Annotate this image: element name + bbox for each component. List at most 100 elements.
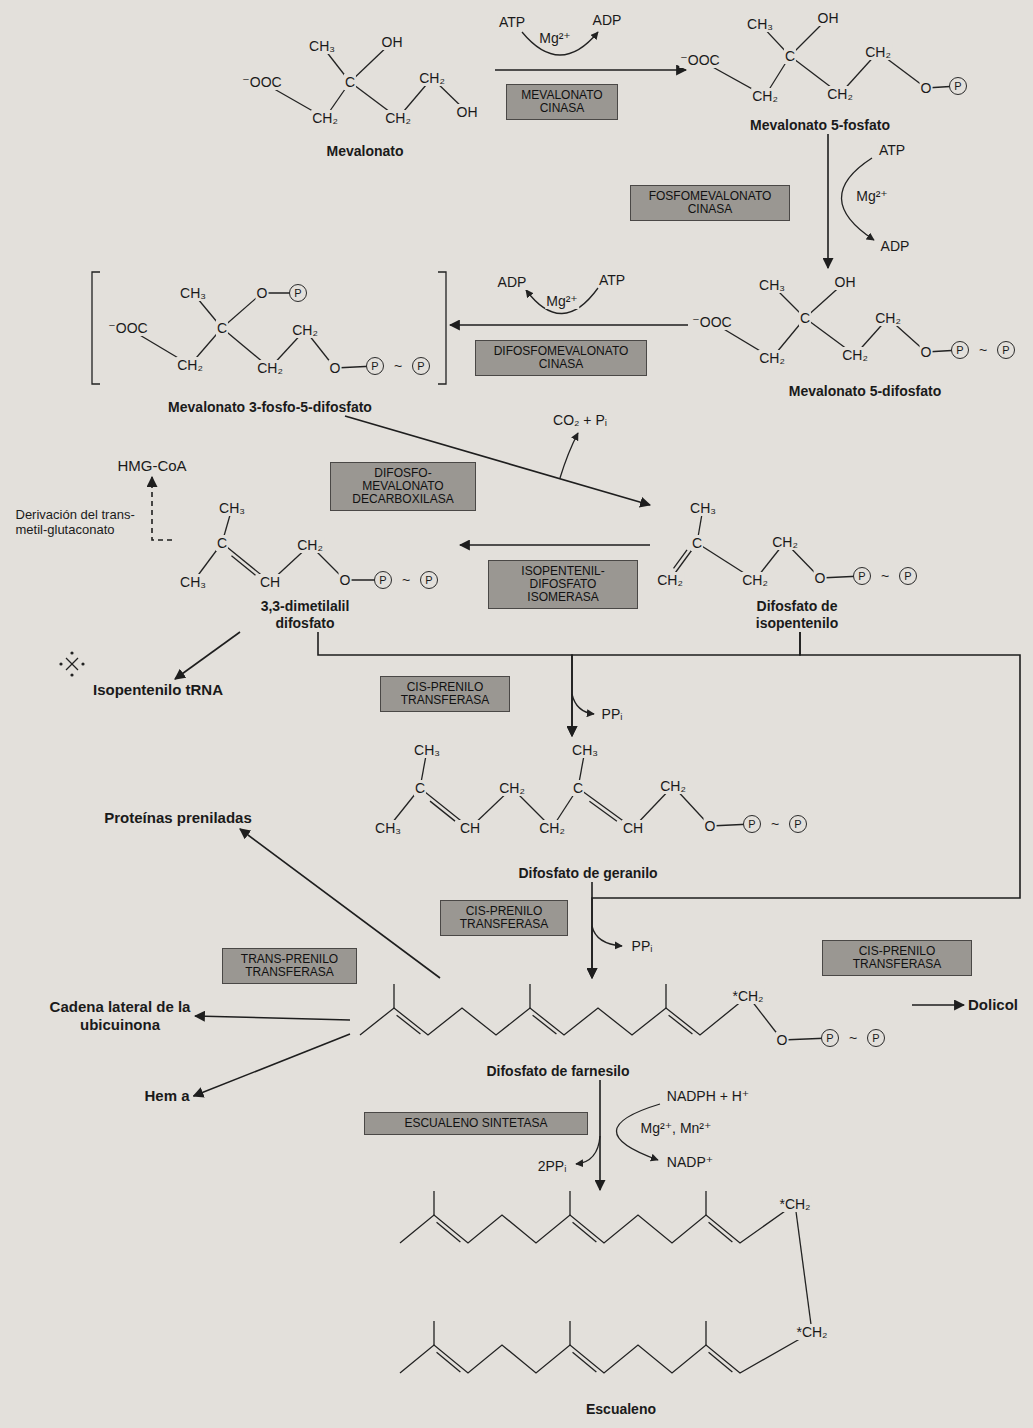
atom-label: ~ — [880, 568, 890, 584]
molecule-bonds — [66, 18, 960, 1373]
atom-label: CH₂ — [659, 778, 687, 794]
atom-label: O — [920, 80, 933, 96]
reaction-arrow — [175, 632, 240, 679]
phosphate-label: P — [374, 571, 392, 589]
compound-name: Mevalonato 5-difosfato — [755, 383, 975, 400]
reaction-arrow — [827, 134, 829, 268]
compound: 3,3-dimetilalil difosfato — [172, 498, 460, 632]
cofactor-label: ATP — [498, 14, 526, 30]
compound-name: Mevalonato — [290, 143, 440, 160]
reaction-arrow — [591, 882, 593, 978]
atom-label: CH₂ — [291, 322, 319, 338]
enzyme-name: ISOPENTENIL-DIFOSFATO ISOMERASA — [494, 565, 632, 604]
cofactor-arrow — [560, 433, 578, 478]
atom-label: C — [691, 535, 703, 551]
methyl-branch — [529, 984, 530, 1008]
atom-label: O — [256, 285, 269, 301]
compound-name: 3,3-dimetilalil difosfato — [235, 598, 375, 632]
atom-label: CH₃ — [571, 742, 599, 758]
product-name: Dolicol — [968, 996, 1018, 1014]
cofactor-arrow — [592, 926, 622, 946]
enzyme-box: FOSFOMEVALONATO CINASA — [630, 185, 790, 221]
atom-label: C — [216, 535, 228, 551]
enzyme-box: ESCUALENO SINTETASA — [364, 1112, 588, 1135]
double-bond-line — [573, 1222, 597, 1242]
cofactor-label: NADP⁺ — [666, 1154, 714, 1170]
atom-label: CH₃ — [689, 500, 717, 516]
atom-label: O — [776, 1032, 789, 1048]
blocked-symbol — [66, 658, 78, 670]
atom-label: CH — [622, 820, 644, 836]
atom-label: ~ — [393, 358, 403, 374]
cofactor-label: ADP — [880, 238, 911, 254]
cofactor-label: PPᵢ — [631, 938, 654, 954]
compound-name: Difosfato de geranilo — [488, 865, 688, 882]
atom-label: O — [704, 818, 717, 834]
double-bond-line — [709, 1352, 733, 1372]
atom-label: CH₂ — [311, 110, 339, 126]
atom-label: CH₂ — [741, 572, 769, 588]
cofactor-arrow — [526, 288, 598, 314]
enzyme-name: CIS-PRENILO TRANSFERASA — [446, 905, 562, 931]
double-bond-line — [709, 1222, 733, 1242]
enzyme-name: DIFOSFO-MEVALONATO DECARBOXILASA — [336, 467, 470, 506]
methyl-branch — [705, 1191, 706, 1215]
enzyme-box: DIFOSFOMEVALONATO CINASA — [475, 340, 647, 376]
atom-label: C — [799, 310, 811, 326]
reaction-arrow — [912, 1004, 964, 1006]
cofactor-label: NADPH + H⁺ — [666, 1088, 750, 1104]
atom-label: ⁻OOC — [679, 52, 720, 68]
phosphate-label: P — [821, 1029, 839, 1047]
atom-label: CH₂ — [384, 110, 412, 126]
cofactor-arrow — [576, 1136, 600, 1164]
compound: Mevalonato 5-difosfato — [688, 268, 1027, 400]
product-name: Isopentenilo tRNA — [93, 681, 223, 699]
enzyme-name: MEVALONATO CINASA — [512, 89, 612, 115]
double-bond-line — [573, 1352, 597, 1372]
product-name: Proteínas preniladas — [104, 809, 252, 827]
atom-label: ⁻OOC — [691, 314, 732, 330]
carbon-chain — [400, 1204, 795, 1243]
methyl-branch — [433, 1321, 434, 1345]
phosphate-label: P — [743, 815, 761, 833]
compound: Escualeno — [385, 1190, 835, 1418]
phosphate-label: P — [867, 1029, 885, 1047]
product-text: Dolicol — [964, 994, 1022, 1016]
blocked-symbol-dot — [70, 651, 73, 654]
atom-label: CH₂ — [841, 347, 869, 363]
product-name: Cadena lateral de la ubicuinona — [49, 998, 191, 1034]
reaction-arrow — [318, 632, 572, 736]
bracket — [92, 272, 100, 384]
phosphate-label: P — [420, 571, 438, 589]
cofactor-label: Mg²⁺ — [545, 293, 579, 309]
enzyme-name: FOSFOMEVALONATO CINASA — [636, 190, 784, 216]
cofactor-label: ADP — [592, 12, 623, 28]
atom-label: C — [414, 780, 426, 796]
atom-label: OH — [817, 10, 840, 26]
compound: Mevalonato — [240, 28, 495, 160]
cofactor-label: Mg²⁺ — [538, 30, 572, 46]
reaction-arrow — [194, 1034, 350, 1096]
atom-label: CH₃ — [308, 38, 336, 54]
cofactor-label: CO₂ + Pᵢ — [552, 412, 608, 428]
enzyme-box: TRANS-PRENILO TRANSFERASA — [222, 948, 357, 984]
product-text: Proteínas preniladas — [100, 807, 256, 829]
compound: Difosfato de isopentenilo — [650, 498, 940, 632]
atom-label: CH — [459, 820, 481, 836]
reaction-arrow — [592, 632, 1020, 978]
methyl-branch — [433, 1191, 434, 1215]
phosphate-label: P — [899, 567, 917, 585]
atom-label: ~ — [978, 342, 988, 358]
phosphate-label: P — [789, 815, 807, 833]
atom-label: CH₂ — [771, 534, 799, 550]
enzyme-name: DIFOSFOMEVALONATO CINASA — [481, 345, 641, 371]
methyl-branch — [569, 1321, 570, 1345]
atom-label: CH₃ — [758, 277, 786, 293]
atom-label: CH₂ — [538, 820, 566, 836]
phosphate-label: P — [366, 357, 384, 375]
atom-label: CH₃ — [413, 742, 441, 758]
atom-label: CH₂ — [826, 86, 854, 102]
enzyme-box: ISOPENTENIL-DIFOSFATO ISOMERASA — [488, 560, 638, 609]
